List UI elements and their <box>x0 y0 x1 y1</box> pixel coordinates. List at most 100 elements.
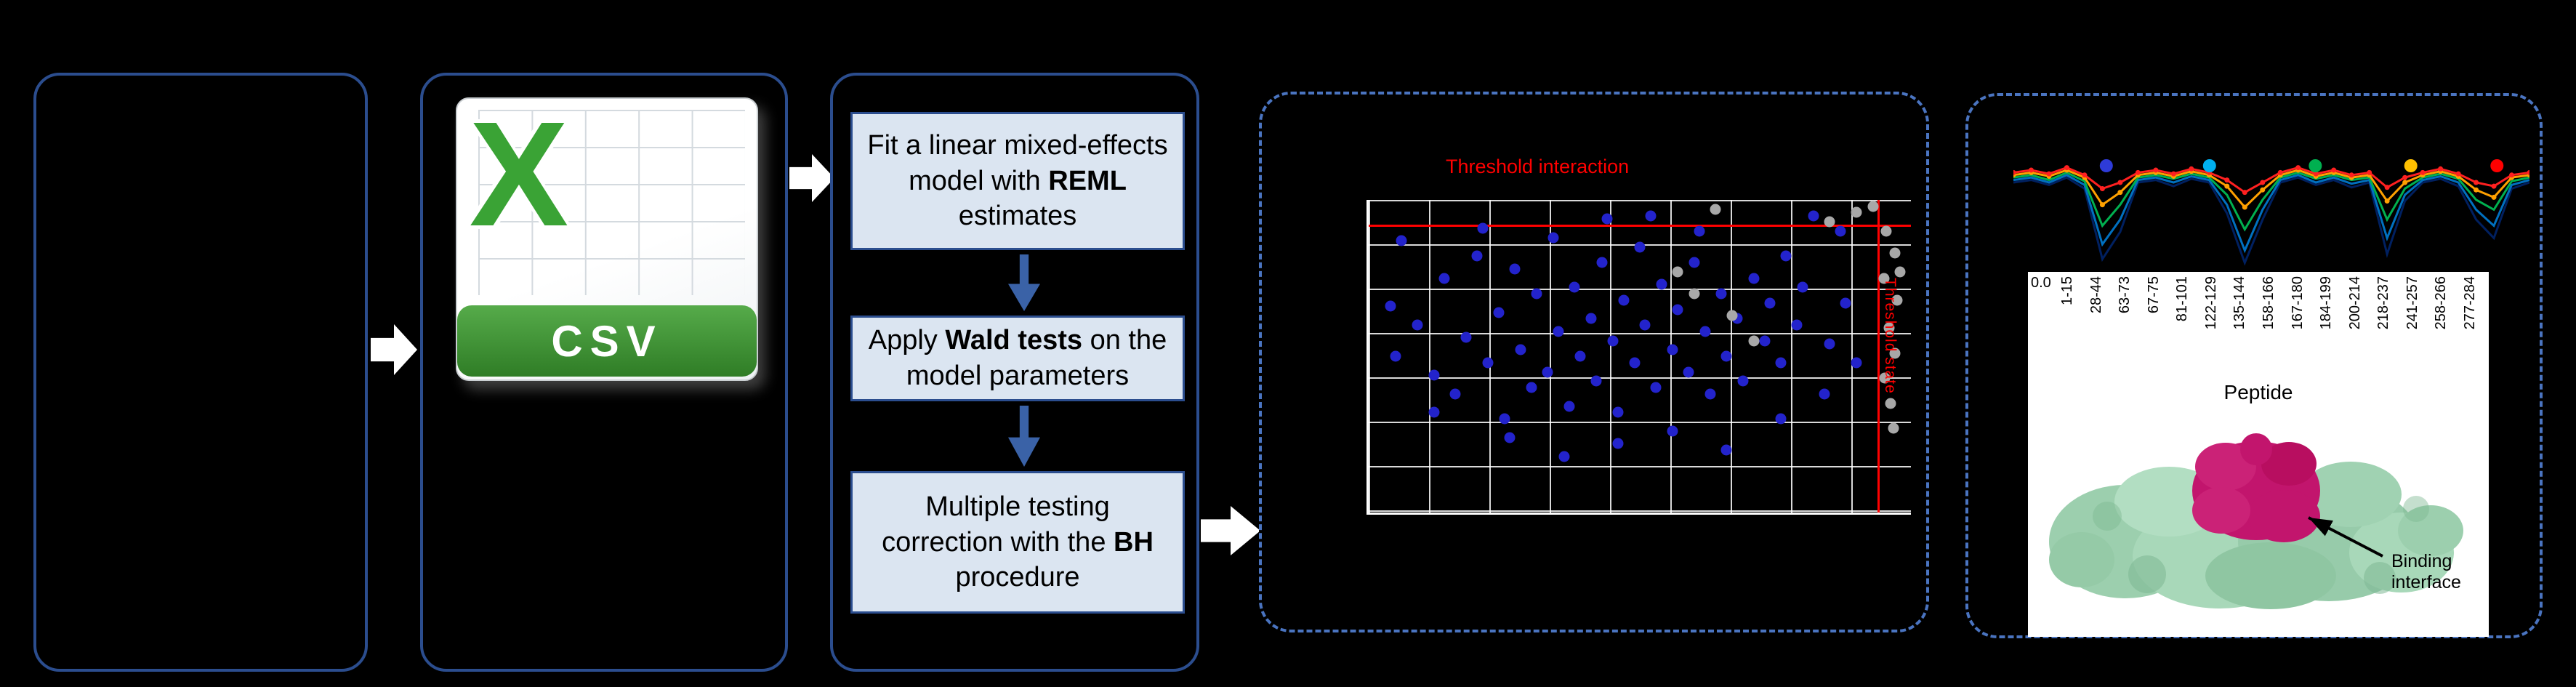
peptide-tick-label: 28-44 <box>2088 276 2104 314</box>
scatter-point <box>1385 300 1396 312</box>
threshold-state-line <box>1877 200 1880 513</box>
uptake-series-marker <box>2384 185 2390 190</box>
uptake-series-marker <box>2313 171 2319 177</box>
uptake-series-marker <box>2384 198 2390 204</box>
peptide-tick-label: 200-214 <box>2346 276 2363 330</box>
csv-page-shape: X CSV <box>456 91 758 381</box>
uptake-series-marker <box>2277 169 2283 175</box>
peptide-tick-label: 241-257 <box>2404 276 2420 330</box>
y-axis-tick: 0.0 <box>2031 275 2051 291</box>
scatter-point <box>1607 335 1619 346</box>
scatter-point <box>1704 388 1716 400</box>
uptake-series-marker <box>2348 172 2354 178</box>
peptide-tick-label: 184-199 <box>2318 276 2335 330</box>
scatter-point <box>1574 350 1586 362</box>
uptake-series-marker <box>2064 165 2069 171</box>
right-block-arrow-icon <box>789 154 834 202</box>
binding-interface-region <box>2192 433 2320 542</box>
scatter-point <box>1590 375 1602 387</box>
scatter-point <box>1737 375 1749 387</box>
scatter-point <box>1428 406 1440 418</box>
uptake-series-marker <box>2028 167 2034 173</box>
scatter-point <box>1667 425 1678 437</box>
uptake-line-chart <box>2013 159 2529 266</box>
uptake-series-state-b <box>2013 174 2529 254</box>
uptake-series-state-e <box>2013 166 2529 194</box>
scatter-point <box>1775 357 1787 369</box>
scatter-point <box>1885 398 1896 409</box>
scatter-point <box>1879 372 1891 384</box>
uptake-series-marker <box>2242 204 2247 210</box>
uptake-series-marker <box>2170 171 2176 177</box>
peptide-tick-label: 167-180 <box>2289 276 2306 330</box>
uptake-series-marker <box>2402 174 2408 180</box>
uptake-series-state-a <box>2013 176 2529 266</box>
condition-legend-dot <box>2099 159 2113 172</box>
scatter-point <box>1672 304 1683 315</box>
uptake-series-marker <box>2455 171 2461 177</box>
scatter-point <box>1504 432 1516 443</box>
scatter-point <box>1748 335 1760 346</box>
scatter-point <box>1482 357 1494 369</box>
scatter-point <box>1880 225 1892 237</box>
scatter-point <box>1715 288 1727 300</box>
uptake-series-marker <box>2099 202 2105 208</box>
uptake-series-marker <box>2402 180 2408 185</box>
uptake-series-marker <box>2295 165 2301 171</box>
scatter-point <box>1553 326 1564 337</box>
uptake-series-state-c <box>2013 171 2529 232</box>
scatter-point <box>1764 297 1776 309</box>
right-block-arrow-icon <box>371 324 417 375</box>
peptide-tick-label: 67-75 <box>2145 276 2162 314</box>
threshold-state-label: Threshold state <box>1882 278 1899 394</box>
scatter-point <box>1438 273 1450 284</box>
scatter-point <box>1390 350 1401 362</box>
protein-structure-image <box>2049 433 2463 609</box>
scatter-point <box>1797 281 1808 293</box>
binding-interface-arrow <box>2308 516 2383 558</box>
scatter-point <box>1449 388 1461 400</box>
scatter-point <box>1499 413 1510 425</box>
scatter-point <box>1840 297 1851 309</box>
flow-step-wald: Apply Wald tests on the model parameters <box>850 316 1185 401</box>
scatter-point <box>1780 250 1792 262</box>
scatter-point <box>1683 366 1694 377</box>
uptake-series-marker <box>2474 180 2479 185</box>
scatter-point <box>1748 273 1760 284</box>
scatter-point <box>1851 206 1862 218</box>
scatter-point <box>1888 422 1899 434</box>
right-block-arrow-icon <box>1201 506 1260 555</box>
uptake-series-marker <box>2509 172 2515 178</box>
scatter-point <box>1558 451 1570 462</box>
uptake-series-state-d <box>2013 169 2529 209</box>
excel-x-icon: X <box>469 91 569 257</box>
spreadsheet-grid-icon <box>478 110 745 296</box>
scatter-point <box>1412 319 1423 331</box>
scatter-point <box>1894 266 1906 278</box>
scatter-point <box>1477 222 1489 234</box>
panel-statistics: Fit a linear mixed-effects model with RE… <box>830 73 1199 672</box>
peptide-tick-label: 258-266 <box>2433 276 2450 330</box>
scatter-point <box>1650 382 1662 393</box>
scatter-plot <box>1367 200 1911 515</box>
scatter-point <box>1639 319 1651 331</box>
scatter-point <box>1791 319 1803 331</box>
peptide-tick-label: 1-15 <box>2059 276 2075 306</box>
peptide-axis-label: Peptide <box>2223 381 2293 403</box>
scatter-point <box>1531 288 1542 300</box>
scatter-point <box>1720 350 1732 362</box>
condition-legend-dot <box>2309 159 2322 172</box>
scatter-point <box>1878 273 1890 284</box>
flow-step-text: Multiple testing correction with the BH … <box>882 491 1154 593</box>
uptake-series-marker <box>2438 166 2444 172</box>
flow-step-reml: Fit a linear mixed-effects model with RE… <box>850 112 1185 250</box>
uptake-series-marker <box>2153 167 2159 173</box>
panel-scatter-results: Threshold interaction Threshold state <box>1259 92 1929 632</box>
csv-file-icon: X CSV <box>456 91 758 381</box>
uptake-series-marker <box>2420 169 2426 175</box>
uptake-series-marker <box>2117 180 2123 185</box>
scatter-point <box>1667 344 1678 355</box>
scatter-point <box>1601 213 1613 225</box>
uptake-series-marker <box>2135 169 2141 175</box>
